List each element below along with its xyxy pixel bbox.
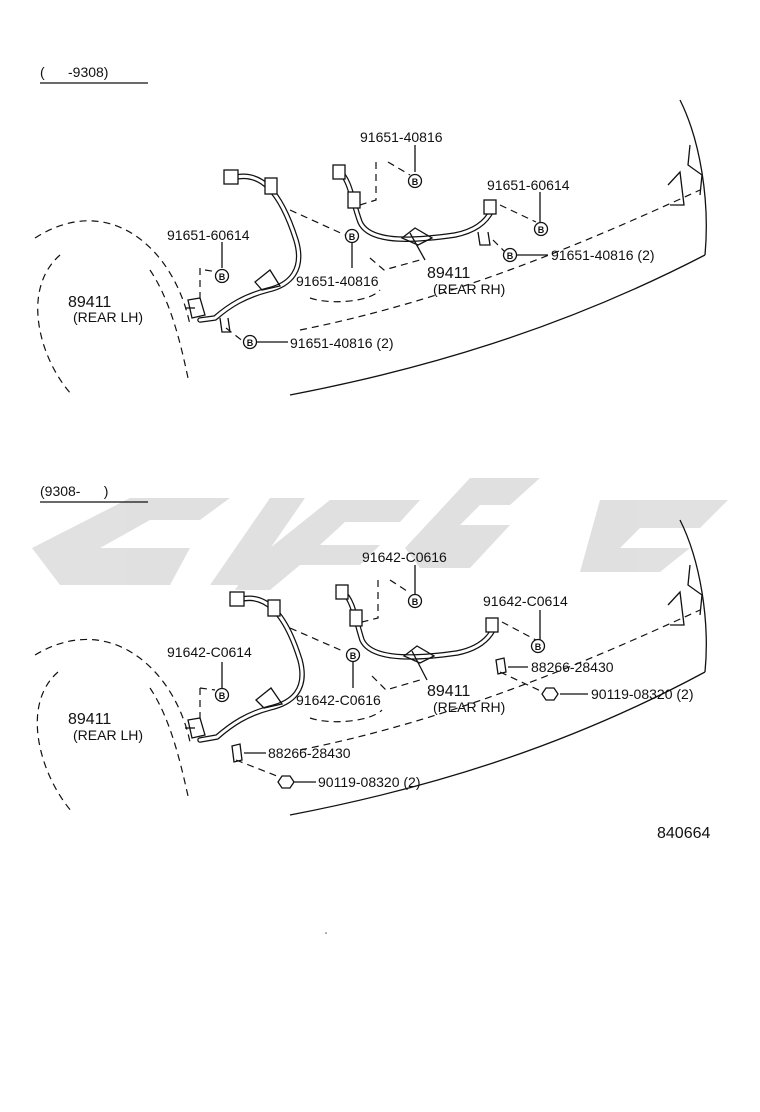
vehicle-body-outline-bottom: [34, 519, 707, 816]
bolt-marker-icon: [214, 173, 549, 350]
section-top: ( -9308): [34, 64, 707, 396]
leaders-top: [185, 145, 548, 343]
part-number-label: 90119-08320 (2): [318, 774, 420, 790]
part-number-label-lh: 89411: [68, 294, 111, 311]
part-number-label: 91642-C0616: [296, 692, 381, 708]
range-label-bottom: (9308- ): [40, 483, 108, 499]
sensor-wire-lh-bottom: [187, 591, 305, 743]
speck: [325, 932, 327, 934]
part-number-label: 91651-40816 (2): [551, 247, 655, 263]
part-number-label-lh: 89411: [68, 711, 111, 728]
part-number-label-rh: 89411: [427, 265, 470, 282]
sensor-wire-lh-top: [187, 169, 302, 333]
part-number-label: 88266-28430: [268, 745, 351, 761]
part-number-label: 91651-60614: [487, 177, 570, 193]
part-number-label: 90119-08320 (2): [591, 686, 693, 702]
sensor-wire-rh-bottom: [335, 584, 499, 664]
section-bottom: (9308- ): [34, 483, 707, 816]
part-number-label: 91651-40816: [360, 129, 443, 145]
part-number-label-rh: 89411: [427, 683, 470, 700]
part-desc-label-lh: (REAR LH): [73, 727, 143, 743]
figure-number: 840664: [657, 825, 710, 842]
part-desc-label-rh: (REAR RH): [433, 281, 505, 297]
clip-icon: [231, 657, 507, 763]
part-number-label: 91651-40816: [296, 273, 379, 289]
part-number-label: 91651-40816 (2): [290, 335, 394, 351]
part-number-label: 88266-28430: [531, 659, 614, 675]
leaders-bottom: [185, 565, 588, 783]
sensor-wire-rh-top: [332, 164, 497, 246]
part-number-label: 91642-C0614: [483, 593, 568, 609]
part-number-label: 91642-C0616: [362, 549, 447, 565]
bolt-marker-icon: [214, 593, 546, 703]
vehicle-body-outline-top: [34, 99, 707, 396]
part-desc-label-lh: (REAR LH): [73, 309, 143, 325]
part-number-label: 91651-60614: [167, 227, 250, 243]
screw-icon: [277, 687, 559, 789]
part-number-label: 91642-C0614: [167, 644, 252, 660]
part-desc-label-rh: (REAR RH): [433, 699, 505, 715]
watermark-logo: [32, 478, 728, 590]
range-label-top: ( -9308): [40, 64, 108, 80]
